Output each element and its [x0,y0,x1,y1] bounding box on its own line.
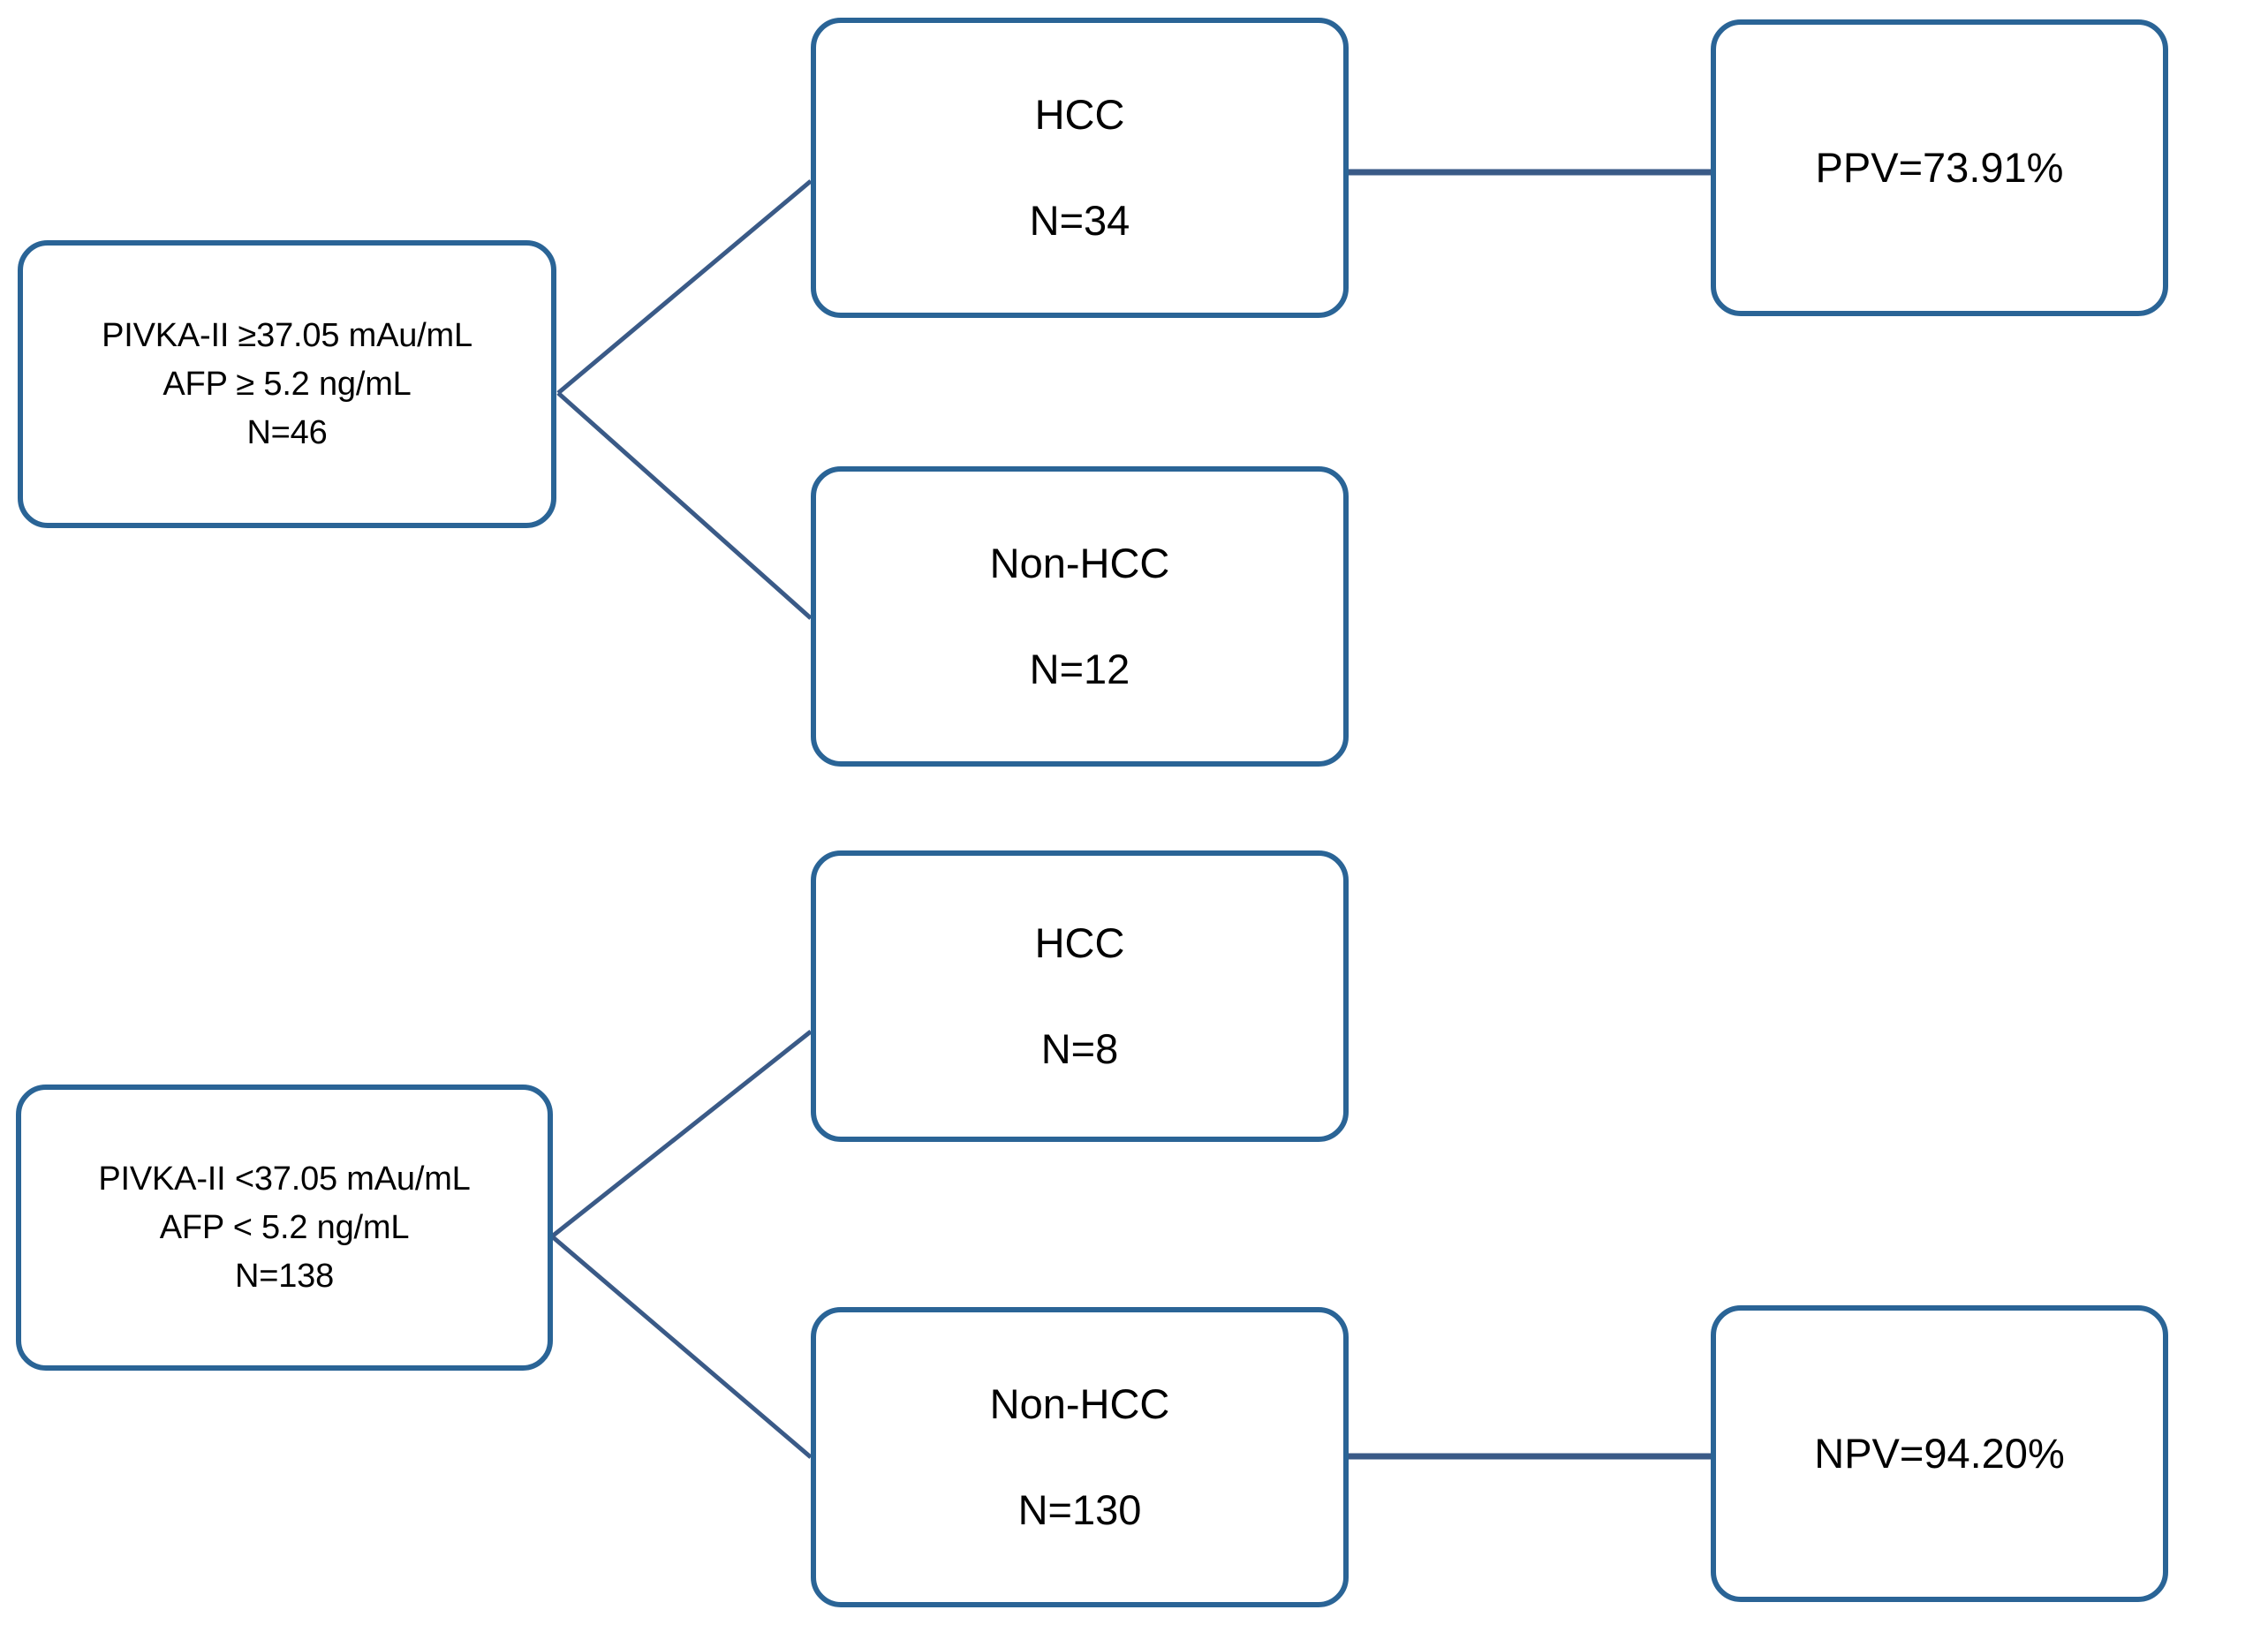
hcc-positive-label: HCC [1034,91,1125,138]
npv-value: NPV=94.20% [1814,1430,2065,1477]
node-npv[interactable]: NPV=94.20% [1711,1305,2168,1602]
nonhcc-negative-label: Non-HCC [989,1380,1170,1427]
node-hcc-negative[interactable]: HCC N=8 [811,850,1349,1142]
node-criteria-positive[interactable]: PIVKA-II ≥37.05 mAu/mL AFP ≥ 5.2 ng/mL N… [18,240,556,528]
connector-criteria-positive-to-nonhcc [556,391,813,620]
nonhcc-positive-count: N=12 [1029,646,1130,692]
criteria-negative-pivka-line: PIVKA-II <37.05 mAu/mL [98,1160,471,1198]
node-criteria-negative[interactable]: PIVKA-II <37.05 mAu/mL AFP < 5.2 ng/mL N… [16,1085,553,1371]
nonhcc-negative-count: N=130 [1017,1486,1142,1533]
connector-criteria-positive-to-hcc [556,179,813,395]
criteria-negative-afp-line: AFP < 5.2 ng/mL [159,1208,410,1246]
connector-criteria-negative-to-hcc [550,1030,813,1238]
hcc-negative-label: HCC [1034,919,1125,966]
criteria-positive-afp-line: AFP ≥ 5.2 ng/mL [163,365,412,403]
node-nonhcc-negative[interactable]: Non-HCC N=130 [811,1307,1349,1607]
hcc-positive-count: N=34 [1029,197,1130,244]
nonhcc-positive-label: Non-HCC [989,540,1170,586]
node-nonhcc-positive[interactable]: Non-HCC N=12 [811,466,1349,767]
criteria-positive-count: N=46 [246,413,328,451]
ppv-value: PPV=73.91% [1815,144,2064,191]
criteria-negative-count: N=138 [234,1257,335,1295]
criteria-positive-pivka-line: PIVKA-II ≥37.05 mAu/mL [102,316,472,354]
hcc-negative-count: N=8 [1040,1025,1119,1072]
node-ppv[interactable]: PPV=73.91% [1711,19,2168,316]
node-hcc-positive[interactable]: HCC N=34 [811,18,1349,318]
connector-criteria-negative-to-nonhcc [550,1235,813,1459]
